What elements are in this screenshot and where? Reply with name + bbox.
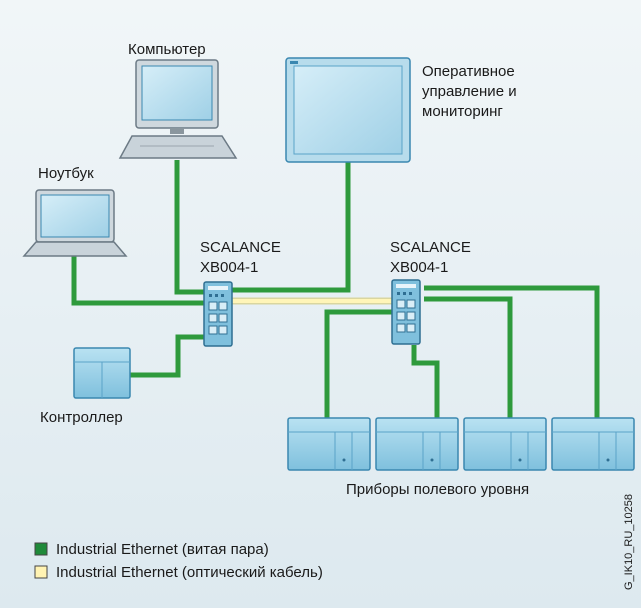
notebook-icon (22, 189, 128, 257)
monitoring-panel-icon (285, 57, 411, 163)
figure-code: G_IK10_RU_10258 (623, 494, 635, 590)
field-device-4 (551, 417, 635, 471)
twisted-pair-cables (71, 160, 600, 418)
switch1-label-line2: XB004-1 (200, 259, 258, 276)
field-device-3 (463, 417, 547, 471)
legend-label-fiber: Industrial Ethernet (оптический кабель) (56, 564, 323, 581)
legend-swatch-twisted-pair (34, 542, 48, 556)
field-devices-label: Приборы полевого уровня (346, 481, 529, 498)
switch2-label-line2: XB004-1 (390, 259, 448, 276)
switch2-label-line1: SCALANCE (390, 239, 471, 256)
controller-label: Контроллер (40, 409, 123, 426)
monitoring-label-line1: Оперативное (422, 63, 515, 80)
field-device-2 (375, 417, 459, 471)
computer-icon (118, 59, 238, 159)
controller-icon (73, 347, 131, 399)
notebook-label: Ноутбук (38, 165, 94, 182)
computer-label: Компьютер (128, 41, 206, 58)
switch1-icon (203, 281, 233, 347)
switch2-icon (391, 279, 421, 345)
legend-label-twisted-pair: Industrial Ethernet (витая пара) (56, 541, 269, 558)
field-device-1 (287, 417, 371, 471)
legend: Industrial Ethernet (витая пара) Industr… (34, 541, 323, 581)
monitoring-label-line3: мониторинг (422, 103, 503, 120)
switch1-label-line1: SCALANCE (200, 239, 281, 256)
monitoring-label-line2: управление и (422, 83, 517, 100)
legend-swatch-fiber (34, 565, 48, 579)
field-devices (287, 417, 635, 471)
